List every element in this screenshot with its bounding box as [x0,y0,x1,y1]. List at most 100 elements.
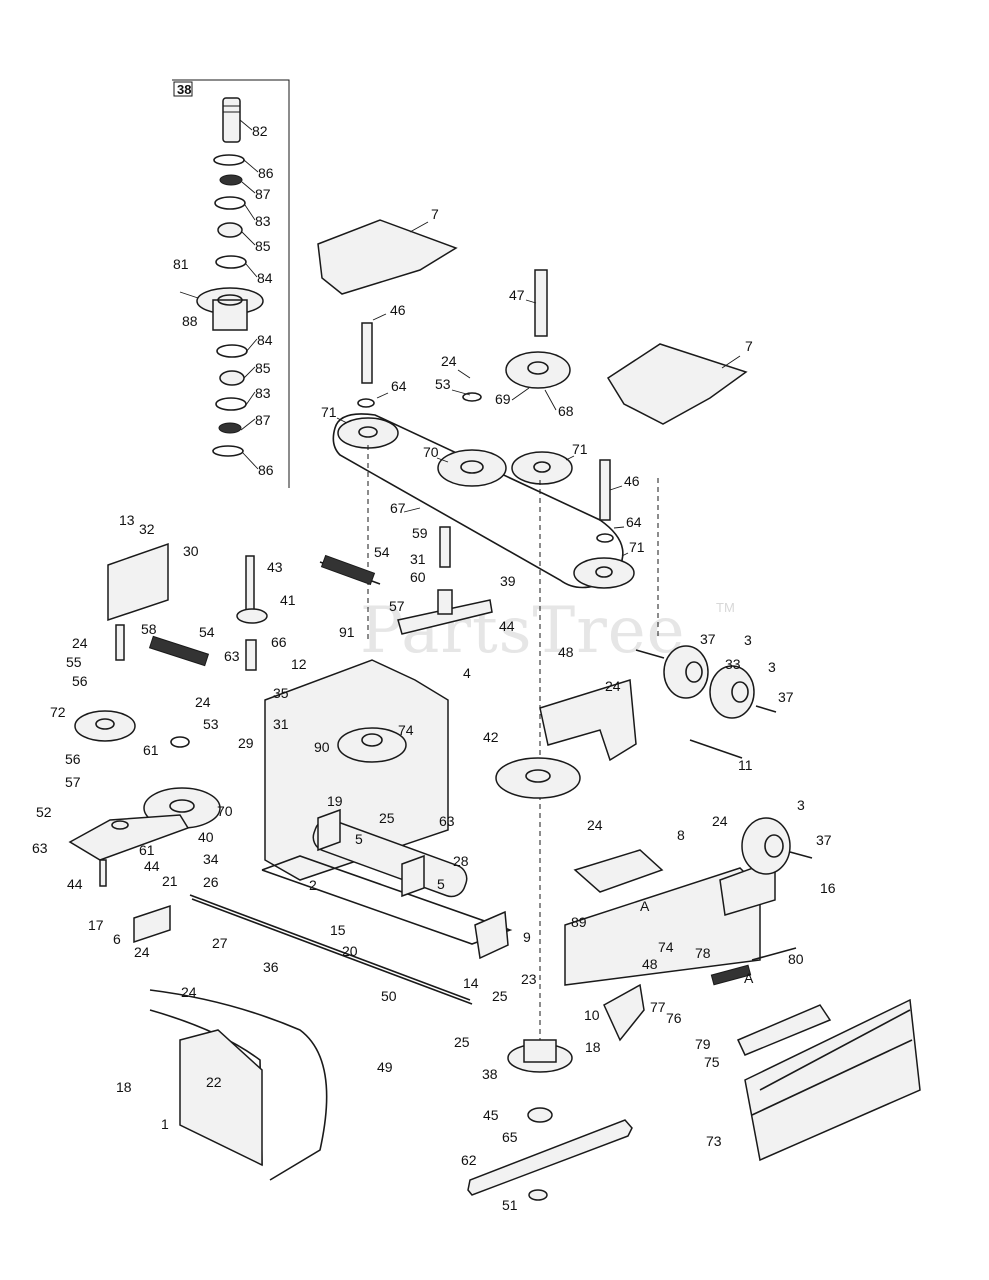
callout-c86a: 86 [258,165,274,181]
callout-c16: 16 [820,880,836,896]
callout-c10: 10 [584,1007,600,1023]
side-plate [564,867,761,986]
idler-pulley-69 [505,351,571,389]
callout-c61b: 61 [139,842,155,858]
bearing-cup-83-bottom [215,397,247,411]
callout-cA1: A [640,898,650,914]
nut-51 [528,1189,548,1201]
callout-c82: 82 [252,123,268,139]
callout-c89: 89 [571,914,587,930]
watermark-trademark: TM [716,600,735,615]
pulley-70-center [437,449,507,487]
callout-c60: 60 [410,569,426,585]
callout-c78: 78 [695,945,711,961]
callout-c2: 2 [309,877,317,893]
bracket-5-left [317,808,341,852]
bolt-59 [439,526,451,568]
inset-frame [172,79,290,488]
callout-c24c: 24 [605,678,621,694]
callout-c26: 26 [203,874,219,890]
callout-cA2: A [744,970,754,986]
callout-c84b: 84 [257,332,273,348]
callout-c68: 68 [558,403,574,419]
callout-c48b: 48 [642,956,658,972]
callout-c37c: 37 [816,832,832,848]
callout-c51: 51 [502,1197,518,1213]
callout-c7b: 7 [745,338,753,354]
spring-78 [710,964,752,986]
callout-c87b: 87 [255,412,271,428]
callout-c7a: 7 [431,206,439,222]
callout-c14: 14 [463,975,479,991]
spacer-66 [245,639,257,671]
callout-c53a: 53 [435,376,451,392]
callout-c91: 91 [339,624,355,640]
bearing-cone-85-bottom [219,370,245,386]
callout-c35: 35 [273,685,289,701]
callout-c25c: 25 [454,1034,470,1050]
callout-c71c: 71 [629,539,645,555]
callout-c46a: 46 [390,302,406,318]
bolt-58 [115,624,125,661]
bolt-46-right [599,459,611,521]
callout-c5b: 5 [437,876,445,892]
rod-11 [689,739,743,759]
callout-c3a: 3 [744,632,752,648]
callout-c62: 62 [461,1152,477,1168]
roller-2 [312,818,468,898]
part-callouts: 8286878385848188848583878674746245369687… [32,123,836,1213]
callout-c25b: 25 [492,988,508,1004]
discharge-chute-73 [744,998,921,1162]
callout-c63a: 63 [224,648,240,664]
callout-c41: 41 [280,592,296,608]
callout-c20: 20 [342,943,358,959]
callout-c70b: 70 [217,803,233,819]
callout-c73: 73 [706,1133,722,1149]
bracket-22 [179,1029,263,1167]
bracket-6 [133,904,171,944]
callout-c64a: 64 [391,378,407,394]
decal-7-right [606,343,748,425]
callout-c86b: 86 [258,462,274,478]
callout-c61a: 61 [143,742,159,758]
callout-c19: 19 [327,793,343,809]
callout-c1: 1 [161,1116,169,1132]
callout-c88: 88 [182,313,198,329]
callout-c54a: 54 [374,544,390,560]
callout-c67: 67 [390,500,406,516]
gauge-wheel-3-lower [741,817,791,875]
callout-c75: 75 [704,1054,720,1070]
spindle-left [337,727,407,763]
bolt-47 [534,269,548,337]
callout-c3c: 3 [797,797,805,813]
decal-7-left [317,219,458,295]
callout-c38: 38 [482,1066,498,1082]
seal-87-bottom [218,422,242,434]
washer-86-bottom [212,445,244,457]
callout-c8: 8 [677,827,685,843]
callout-c33: 33 [725,656,741,672]
callout-c63c: 63 [32,840,48,856]
callout-c25a: 25 [379,810,395,826]
callout-c6: 6 [113,931,121,947]
callout-c77: 77 [650,999,666,1015]
callout-c21: 21 [162,873,178,889]
callout-c57a: 57 [389,598,405,614]
callout-c24e: 24 [587,817,603,833]
callout-c24h: 24 [181,984,197,1000]
washer-86-top [213,154,245,166]
callout-c56b: 56 [65,751,81,767]
callout-c3b: 3 [768,659,776,675]
callout-c63b: 63 [439,813,455,829]
callout-c90: 90 [314,739,330,755]
deck-left-assembly [68,542,473,1181]
callout-c37b: 37 [778,689,794,705]
callout-c22: 22 [206,1074,222,1090]
callout-c12: 12 [291,656,307,672]
deck-upper-assembly [317,219,748,1070]
callout-c24a: 24 [441,353,457,369]
callout-c24d: 24 [195,694,211,710]
callout-c45: 45 [483,1107,499,1123]
callout-c83a: 83 [255,213,271,229]
